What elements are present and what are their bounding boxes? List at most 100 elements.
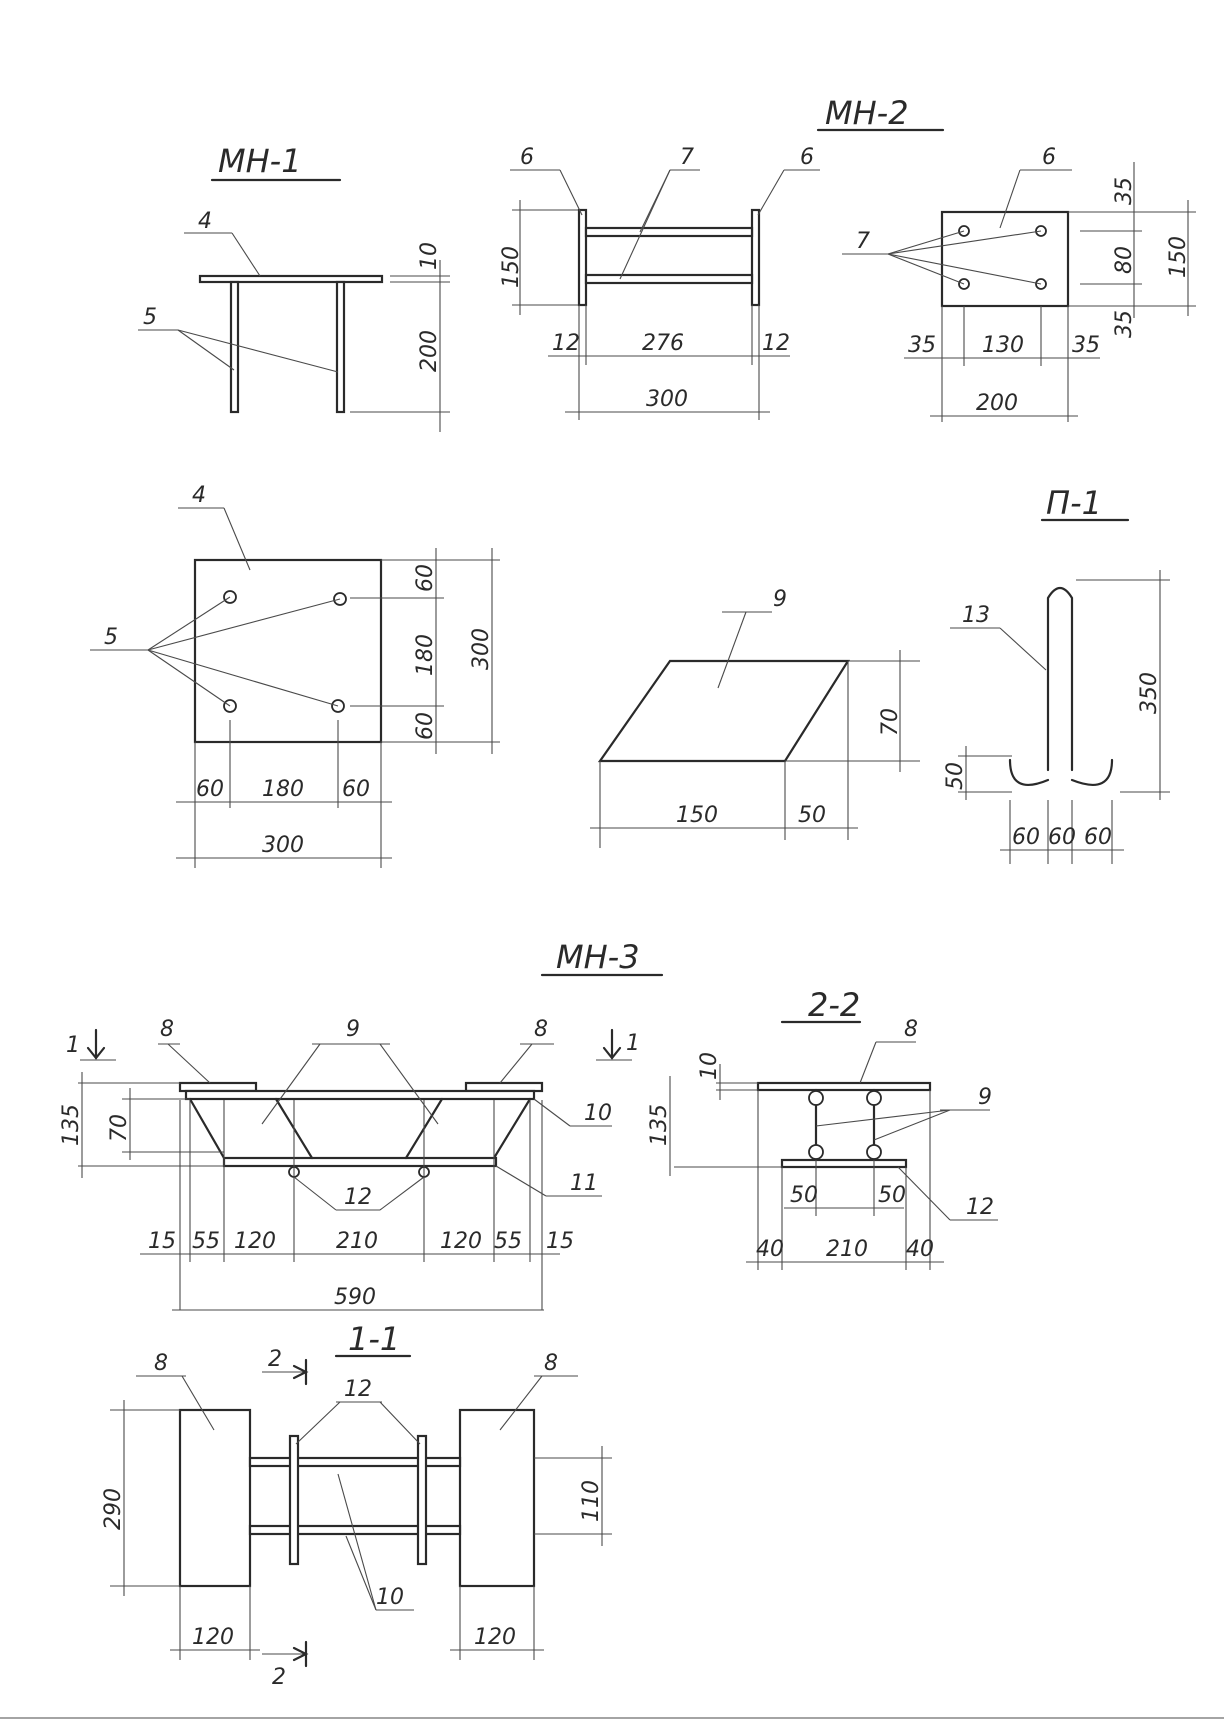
mn2-plan-dim-a: 35 xyxy=(908,333,936,358)
mn2-plate-right xyxy=(750,208,761,307)
part9-view: 9 70 150 50 xyxy=(590,587,920,848)
mn1-title: МН-1 xyxy=(218,142,302,180)
mn2-dim-total: 300 xyxy=(646,387,688,412)
plate4-dim-h3: 60 xyxy=(342,777,370,802)
sec22-dim-e: 40 xyxy=(906,1237,934,1262)
mn1-label-plate: 4 xyxy=(198,209,212,234)
mn2-label-bars: 7 xyxy=(680,145,694,170)
mn3-label-bar11: 11 xyxy=(570,1171,598,1196)
mn1-elevation: МН-1 4 5 10 200 xyxy=(138,142,450,432)
plate4-label-studs: 5 xyxy=(104,625,118,650)
mn1-label-studs: 5 xyxy=(143,305,157,330)
sec22-title: 2-2 xyxy=(808,986,860,1024)
part9-dim-a: 150 xyxy=(676,803,718,828)
plate4-label-plate: 4 xyxy=(192,483,206,508)
part9-dim-h: 70 xyxy=(878,708,903,736)
mn2-plan-label-studs: 7 xyxy=(856,229,870,254)
mn1-dim-t: 10 xyxy=(417,242,442,270)
mn3-dim-total: 590 xyxy=(334,1285,376,1310)
sec11-cut-bot: 2 xyxy=(272,1665,286,1690)
mn2-plan-dim-c: 35 xyxy=(1072,333,1100,358)
mn2-bar-top xyxy=(584,226,754,238)
p1-label: 13 xyxy=(962,603,990,628)
mn2-plan-label-plate: 6 xyxy=(1042,145,1056,170)
mn1-stud-left xyxy=(229,280,240,414)
p1-dim-b: 60 xyxy=(1048,825,1076,850)
plate4-dim-v3: 60 xyxy=(413,712,438,740)
sec22-dim-h: 135 xyxy=(647,1104,672,1146)
mn2-dim-a: 12 xyxy=(552,331,580,356)
sec11-label-plate-l: 8 xyxy=(154,1351,168,1376)
plate4-plate xyxy=(193,558,383,744)
sec11-dim-b: 120 xyxy=(474,1625,516,1650)
mn3-plate8-left xyxy=(178,1081,258,1093)
mn3-dim-s5: 120 xyxy=(440,1229,482,1254)
sec11-dim-a: 120 xyxy=(192,1625,234,1650)
sec22-dim-d: 210 xyxy=(826,1237,868,1262)
mn2-dim-h: 150 xyxy=(499,246,524,288)
sec22-dim-a: 50 xyxy=(790,1183,818,1208)
sec22-dim-b: 50 xyxy=(878,1183,906,1208)
mn2-plan-dim-m: 80 xyxy=(1112,246,1137,274)
mn3-dim-s6: 55 xyxy=(494,1229,522,1254)
mn3-label-plate-r: 8 xyxy=(534,1017,548,1042)
mn2-plan-dim-b: 130 xyxy=(982,333,1024,358)
mn3-dim-s7: 15 xyxy=(546,1229,574,1254)
sec22-node-bl xyxy=(808,1144,824,1160)
sec22-label-strut: 9 xyxy=(978,1085,992,1110)
section-2-2: 2-2 8 9 12 10 135 50 xyxy=(647,986,998,1270)
mn2-label-plate-a: 6 xyxy=(520,145,534,170)
mn2-plan-view: 6 7 35 80 35 150 35 130 35 200 xyxy=(842,145,1196,422)
mn1-plate xyxy=(198,274,384,284)
mn3-dim-h1: 135 xyxy=(59,1104,84,1146)
plate4-plan-view: 4 5 60 180 60 300 60 180 60 300 xyxy=(90,483,500,868)
p1-hook-right xyxy=(1070,758,1114,786)
mn3-elevation: МН-3 1 1 8 8 9 xyxy=(59,938,664,1311)
mn3-plate8-right xyxy=(464,1081,544,1093)
mn3-label-strut: 9 xyxy=(346,1017,360,1042)
sec11-dim-h: 290 xyxy=(101,1488,126,1530)
p1-view: П-1 13 350 50 60 60 60 xyxy=(943,484,1170,864)
mn2-bar-bottom xyxy=(584,273,754,285)
sec22-node-br xyxy=(866,1144,882,1160)
p1-title: П-1 xyxy=(1046,484,1102,522)
sec11-stud12-right xyxy=(416,1434,428,1566)
sec22-node-tr xyxy=(866,1090,882,1106)
sec22-dim-c: 40 xyxy=(756,1237,784,1262)
plate4-dim-h1: 60 xyxy=(196,777,224,802)
mn2-side-view: МН-2 6 6 7 150 12 276 12 300 xyxy=(499,94,945,420)
section-1-1: 1-1 2 2 8 8 12 10 xyxy=(101,1320,612,1690)
mn2-plan-dim-h: 150 xyxy=(1166,236,1191,278)
sec11-label-stud12: 12 xyxy=(344,1377,372,1402)
sec11-dim-w: 110 xyxy=(579,1480,604,1522)
sec11-plate8-right xyxy=(458,1408,536,1588)
mn3-bottom-bar xyxy=(222,1156,498,1168)
p1-dim-c: 60 xyxy=(1084,825,1112,850)
plate4-dim-h2: 180 xyxy=(262,777,304,802)
mn2-plan-dim-t1: 35 xyxy=(1112,177,1137,205)
p1-dim-h: 350 xyxy=(1137,672,1162,714)
mn1-stud-right xyxy=(335,280,346,414)
mn2-plan-dim-total: 200 xyxy=(976,391,1018,416)
p1-dim-a: 60 xyxy=(1012,825,1040,850)
part9-label: 9 xyxy=(773,587,787,612)
mn3-title: МН-3 xyxy=(556,938,640,976)
plate4-dim-ht: 300 xyxy=(262,833,304,858)
mn3-top-bar xyxy=(184,1089,536,1101)
mn3-dim-s3: 120 xyxy=(234,1229,276,1254)
mn1-dim-h: 200 xyxy=(417,330,442,372)
sec22-label-bar12: 12 xyxy=(966,1195,994,1220)
plate4-dim-v2: 180 xyxy=(413,634,438,676)
plate4-dim-v1: 60 xyxy=(413,564,438,592)
plate4-dim-vt: 300 xyxy=(469,628,494,670)
mn3-label-stud12: 12 xyxy=(344,1185,372,1210)
sec22-label-plate: 8 xyxy=(904,1017,918,1042)
sec11-title: 1-1 xyxy=(348,1320,400,1358)
mn3-label-bar10: 10 xyxy=(584,1101,612,1126)
p1-hook-left xyxy=(1008,758,1050,786)
sec11-plate8-left xyxy=(178,1408,252,1588)
mn3-label-plate-l: 8 xyxy=(160,1017,174,1042)
mn3-cut-left: 1 xyxy=(66,1033,80,1058)
sec22-node-tl xyxy=(808,1090,824,1106)
